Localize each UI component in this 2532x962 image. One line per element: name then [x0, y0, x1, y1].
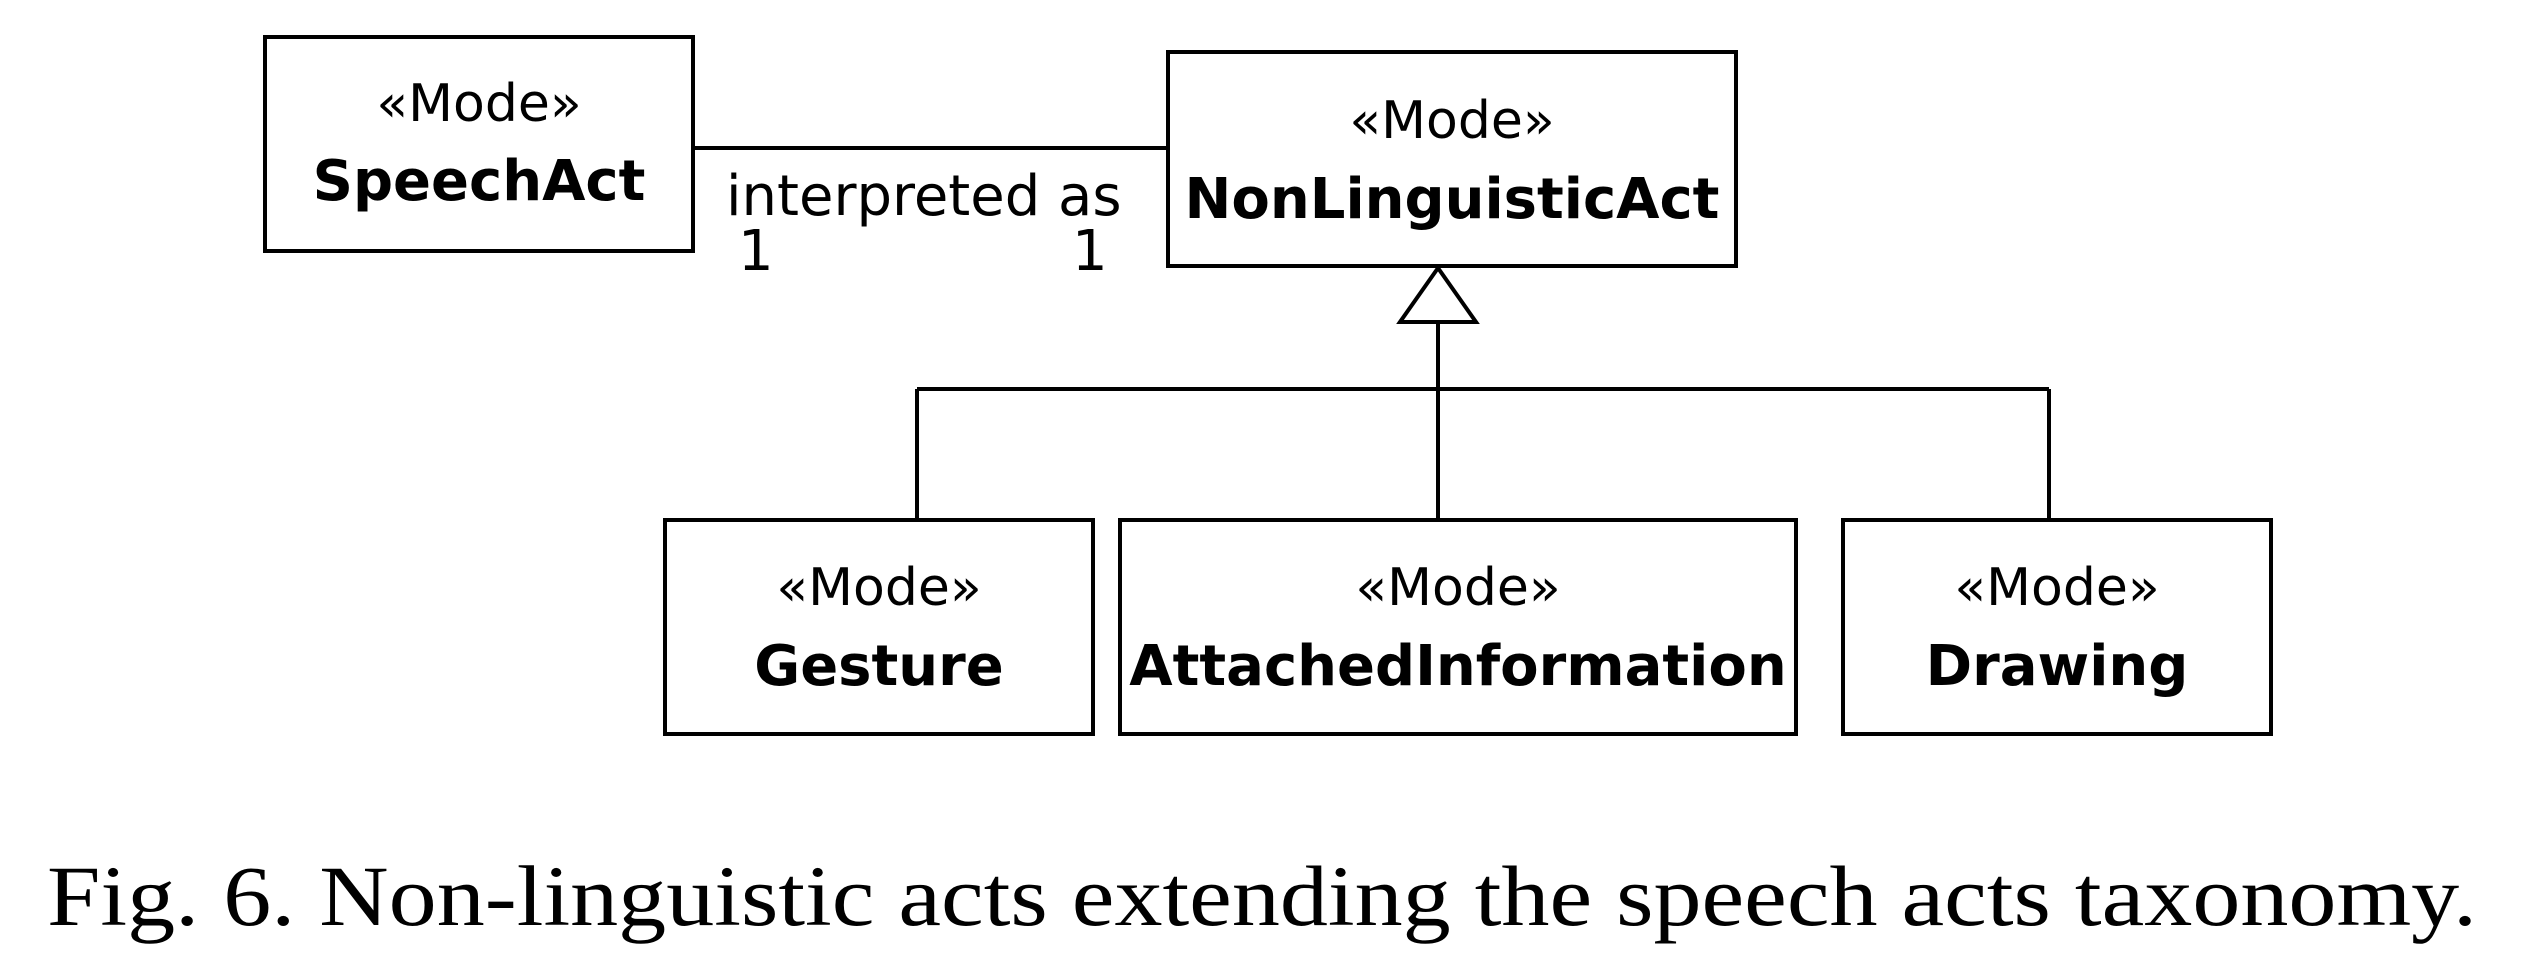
speech-act-name: SpeechAct [313, 149, 646, 214]
association-label: interpreted as [726, 164, 1122, 229]
target-multiplicity: 1 [1072, 219, 1108, 284]
non-linguistic-act-stereotype: «Mode» [1349, 91, 1554, 151]
non-linguistic-act-name: NonLinguisticAct [1185, 167, 1720, 232]
class-speech-act: «Mode» SpeechAct [263, 35, 695, 253]
drawing-name: Drawing [1926, 634, 2189, 699]
attached-information-stereotype: «Mode» [1355, 558, 1560, 618]
attached-information-name: AttachedInformation [1129, 634, 1786, 699]
drawing-stereotype: «Mode» [1954, 558, 2159, 618]
gesture-name: Gesture [754, 634, 1004, 699]
speech-act-stereotype: «Mode» [376, 74, 581, 134]
class-non-linguistic-act: «Mode» NonLinguisticAct [1166, 50, 1738, 268]
class-attached-information: «Mode» AttachedInformation [1118, 518, 1798, 736]
figure-caption: Fig. 6. Non-linguistic acts extending th… [47, 848, 2477, 944]
generalization-arrowhead [1396, 264, 1480, 324]
gesture-stereotype: «Mode» [776, 558, 981, 618]
class-drawing: «Mode» Drawing [1841, 518, 2273, 736]
source-multiplicity: 1 [738, 219, 774, 284]
class-gesture: «Mode» Gesture [663, 518, 1095, 736]
